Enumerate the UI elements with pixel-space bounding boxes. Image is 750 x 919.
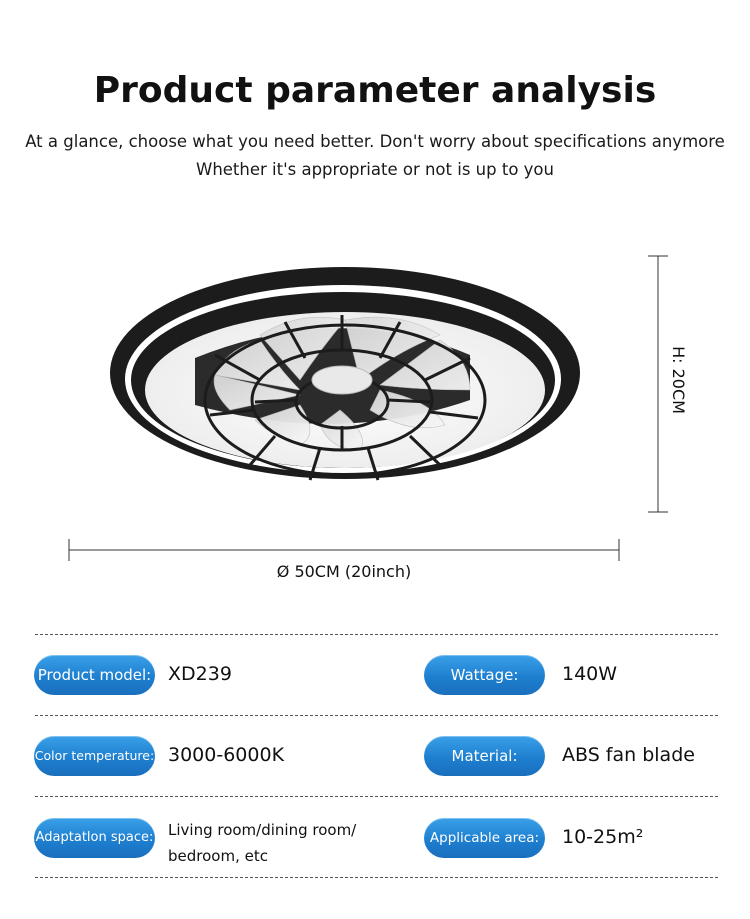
separator <box>35 634 718 635</box>
separator <box>35 715 718 716</box>
product-model-label: Product model: <box>34 655 155 695</box>
color-temperature-label: Color temperature: <box>34 736 155 776</box>
subtitle-line-2: Whether it's appropriate or not is up to… <box>196 160 554 179</box>
width-dimension-label: Ø 50CM (20inch) <box>276 562 412 581</box>
applicable-area-label: Applicable area: <box>424 818 545 858</box>
adaptation-space-value-line-2: bedroom, etc <box>168 847 268 865</box>
material-value: ABS fan blade <box>562 744 695 766</box>
applicable-area-value: 10-25m² <box>562 826 644 848</box>
separator <box>35 796 718 797</box>
material-label: Material: <box>424 736 545 776</box>
wattage-value: 140W <box>562 663 618 685</box>
separator <box>35 877 718 878</box>
adaptation-space-value-line-1: Living room/dining room/ <box>168 821 357 839</box>
product-model-value: XD239 <box>168 663 232 685</box>
ceiling-fan-image <box>68 255 668 561</box>
height-dimension-label: H: 20CM <box>669 346 688 414</box>
subtitle-line-1: At a glance, choose what you need better… <box>25 132 725 151</box>
adaptation-space-label: Adaptatlon space: <box>34 818 155 858</box>
wattage-label: Wattage: <box>424 655 545 695</box>
color-temperature-value: 3000-6000K <box>168 744 285 766</box>
page-title: Product parameter analysis <box>93 70 657 111</box>
